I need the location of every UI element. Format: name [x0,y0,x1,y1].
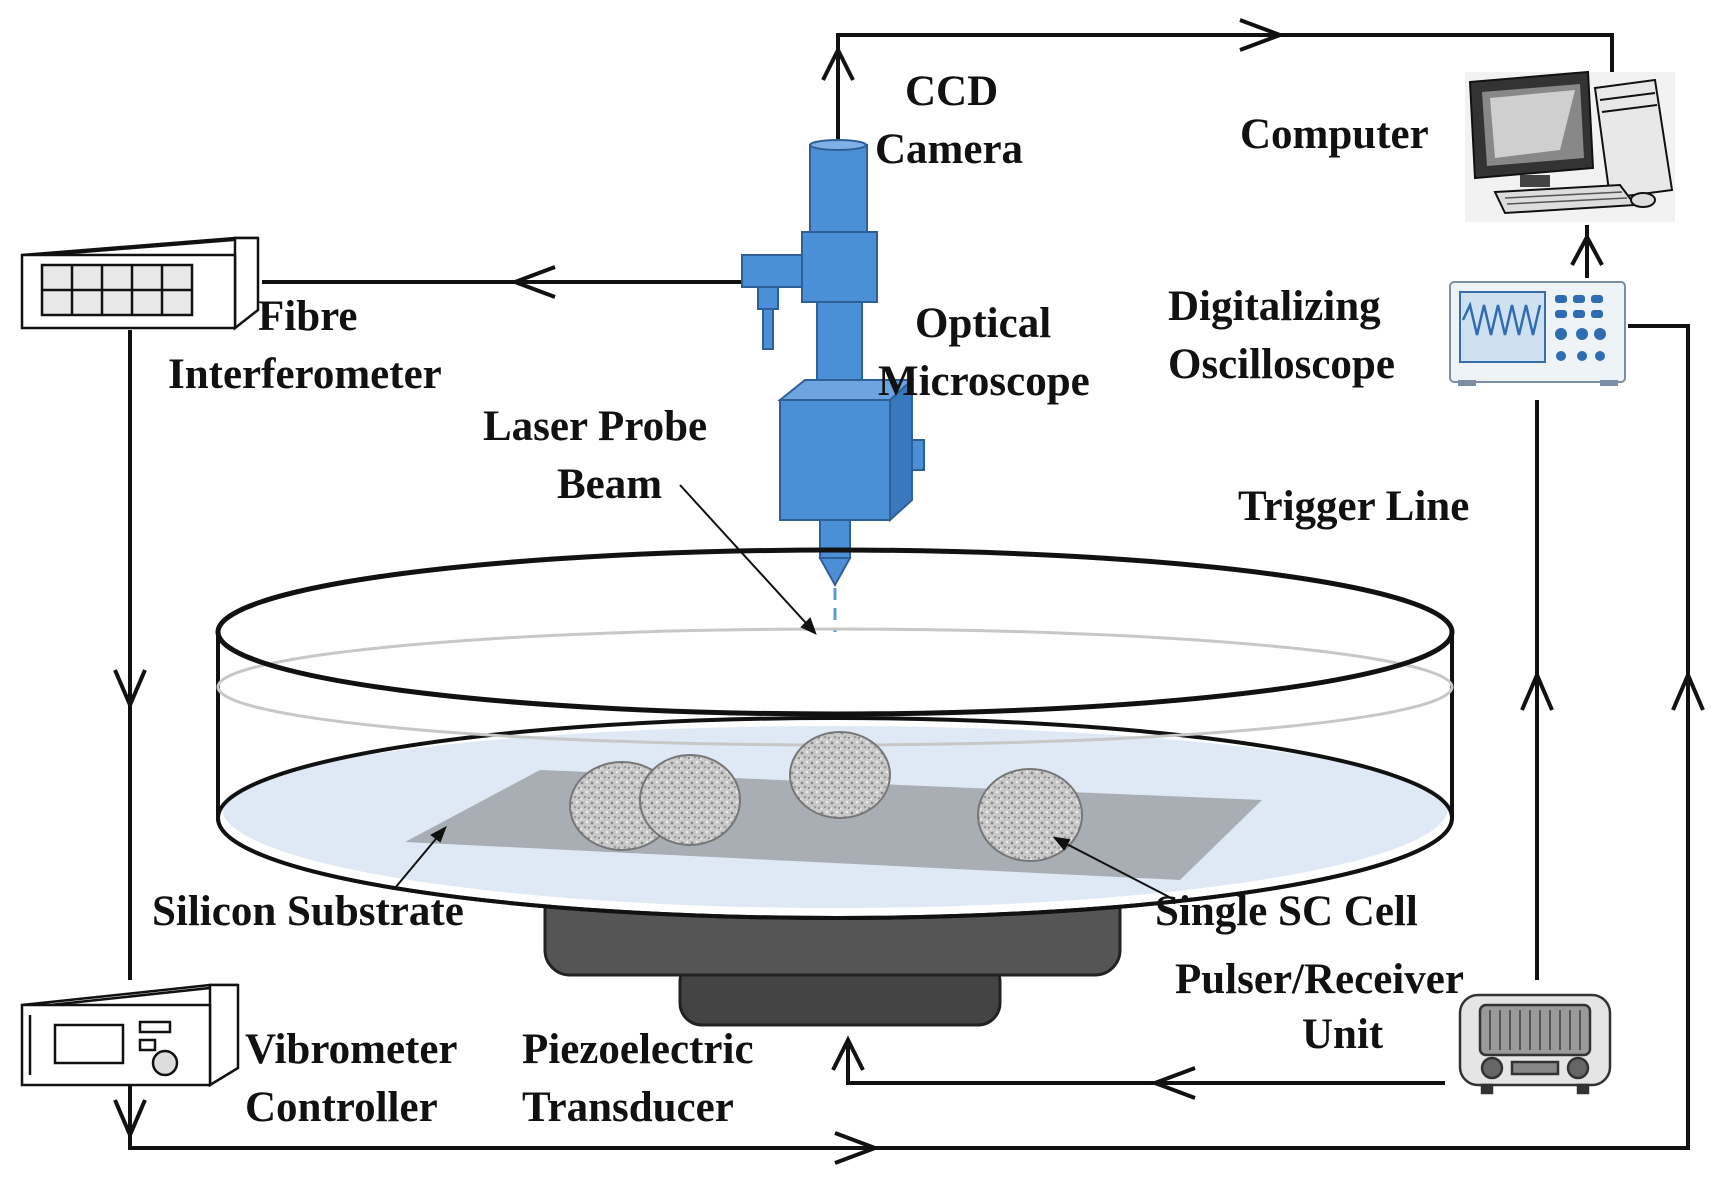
microscope-icon [741,139,925,588]
laser-beam-pointer [679,484,816,634]
single-sc-cell [639,754,741,846]
trigger-line-label: Trigger Line [1238,483,1469,530]
cell-pointer [1054,837,1176,901]
camera-to-computer-line [836,33,1614,145]
single-sc-cell-label: Single SC Cell [1155,888,1418,935]
arrowheads [113,18,1705,1165]
arrow-up-trigger [1520,669,1554,711]
arrow-up-camera [821,45,855,81]
microscope-head [779,399,891,521]
arrow-up-computer [1570,232,1604,266]
computer-label: Computer [1240,111,1429,158]
connection-lines [128,33,1690,1150]
petri-dish [215,547,1455,1027]
arrow-left-interferometer [509,265,556,299]
computer-icon [1465,70,1675,222]
arrow-up-far-right [1671,669,1705,711]
oscilloscope-icon [1449,281,1626,386]
silicon-substrate-label: Silicon Substrate [152,888,464,935]
vibrometer-icon [20,983,240,1088]
pointer-lines [394,484,1176,901]
pulser-to-transducer-line [846,1040,1445,1085]
interferometer-icon [20,236,260,331]
single-sc-cell [789,731,891,819]
microscope-side-knob [741,254,803,288]
arrow-left-pulser [1149,1066,1196,1100]
vibrometer-to-oscilloscope-line [128,324,1690,1150]
arrow-right-bottom [834,1131,881,1165]
ccd-camera-tube [809,144,868,236]
arrow-up-transducer [831,1035,865,1071]
single-sc-cell [977,768,1083,862]
arrow-down-vibrometer [113,1099,147,1141]
dish-rim [215,547,1455,717]
pulser-receiver-icon [1458,993,1612,1095]
arrow-down-left [113,669,147,711]
arrow-right-top [1239,18,1286,52]
microscope-upper-body [801,231,878,303]
